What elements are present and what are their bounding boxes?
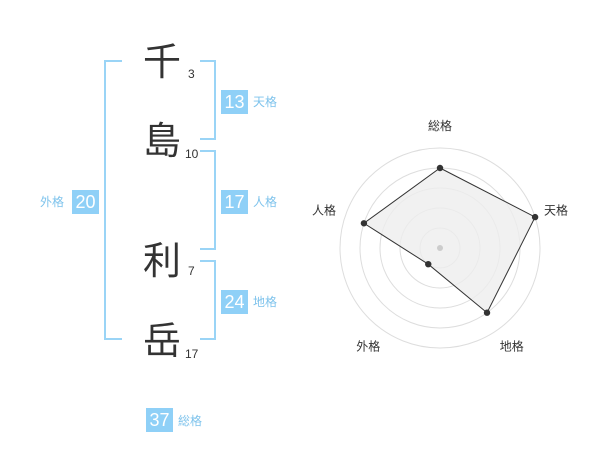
jinkaku-bracket	[200, 150, 216, 250]
radar-axis-label-5: 人格	[312, 202, 336, 217]
name-char-1: 千	[143, 40, 182, 84]
stroke-count-1: 3	[188, 67, 195, 81]
name-char-3: 利	[143, 239, 182, 283]
radar-point-4	[425, 260, 432, 268]
name-char-4: 岳	[143, 319, 182, 363]
radar-axis-label-1: 総格	[428, 118, 452, 133]
radar-axis-label-2: 天格	[544, 202, 568, 217]
stroke-count-4: 17	[185, 347, 199, 361]
stroke-count-2: 10	[185, 147, 199, 161]
name-char-2: 島	[143, 119, 182, 163]
tenkaku-bracket	[200, 60, 216, 140]
gaikaku-value-box: 20	[72, 190, 99, 214]
radar-point-3	[483, 309, 491, 316]
chikaku-label: 地格	[253, 295, 278, 309]
gaikaku-bracket	[104, 60, 122, 340]
jinkaku-value-box: 17	[221, 190, 248, 214]
radar-axis-label-4: 外格	[356, 339, 380, 354]
radar-center-dot	[437, 245, 443, 251]
soukaku-value-box: 37	[146, 408, 173, 432]
jinkaku-label: 人格	[253, 195, 278, 209]
tenkaku-label: 天格	[253, 95, 278, 109]
radar-axis-label-3: 地格	[500, 339, 524, 354]
stroke-count-3: 7	[188, 264, 195, 278]
radar-series-polygon	[363, 167, 536, 314]
radar-point-5	[360, 220, 368, 227]
soukaku-label: 総格	[178, 414, 203, 428]
chikaku-bracket	[200, 260, 216, 340]
radar-point-1	[436, 164, 444, 172]
gaikaku-label: 外格	[40, 195, 65, 209]
chikaku-value-box: 24	[221, 290, 248, 314]
radar-grid-ring	[339, 147, 541, 349]
radar-point-2	[531, 213, 539, 221]
tenkaku-value-box: 13	[221, 90, 248, 114]
